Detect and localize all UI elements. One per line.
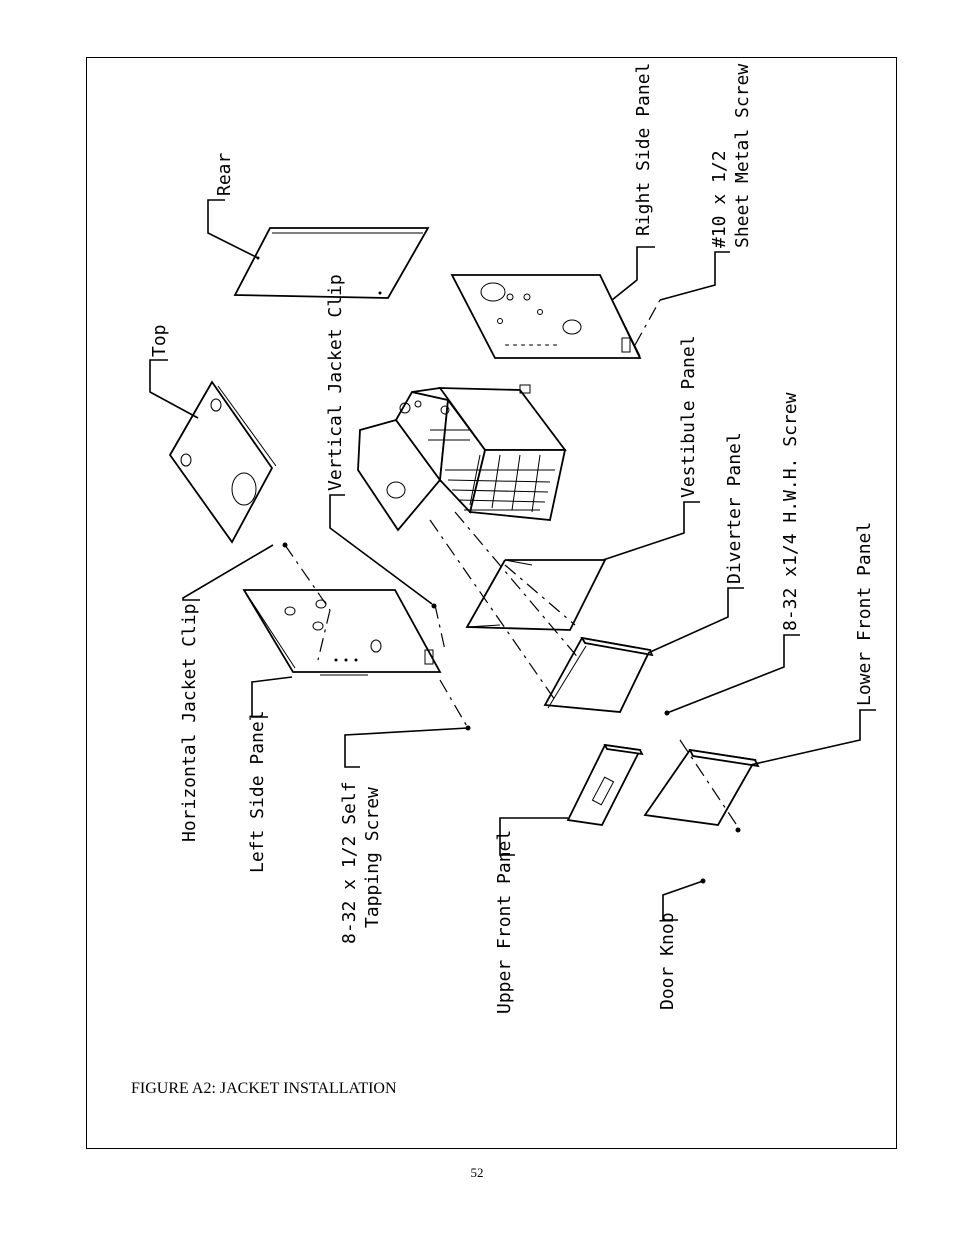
label-vestibule-panel: Vestibule Panel: [678, 335, 699, 498]
figure-frame: [86, 57, 897, 1149]
label-hwh-screw: 8-32 x1/4 H.W.H. Screw: [780, 392, 801, 631]
lower-front-panel: [643, 748, 760, 826]
label-left-side-panel: Left Side Panel: [247, 710, 268, 873]
label-screw-10-line2: Sheet Metal Screw: [732, 64, 753, 248]
label-diverter-panel: Diverter Panel: [724, 432, 745, 584]
label-top: Top: [149, 324, 170, 357]
right-side-panel: [450, 274, 642, 359]
label-door-knob: Door Knob: [657, 912, 678, 1010]
figure-caption: FIGURE A2: JACKET INSTALLATION: [131, 1080, 397, 1097]
label-lower-front-panel: Lower Front Panel: [854, 522, 875, 706]
left-side-panel: [242, 589, 442, 676]
label-upper-front-panel: Upper Front Panel: [494, 830, 515, 1014]
boiler-assembly: [357, 384, 567, 532]
vestibule-panel: [465, 559, 607, 631]
top-panel: [168, 380, 277, 544]
label-self-tapping-line1: 8-32 x 1/2 Self: [339, 781, 360, 944]
upper-front-panel: [566, 743, 644, 826]
label-right-side-panel: Right Side Panel: [633, 63, 654, 236]
label-self-tapping-line2: Tapping Screw: [362, 787, 383, 928]
label-vertical-jacket-clip: Vertical Jacket Clip: [325, 274, 346, 491]
label-horizontal-jacket-clip: Horizontal Jacket Clip: [179, 604, 200, 842]
diverter-panel: [543, 636, 654, 713]
rear-panel: [233, 227, 430, 299]
label-rear: Rear: [214, 152, 235, 196]
label-screw-10-line1: #10 x 1/2: [709, 150, 730, 248]
labels: Rear Top Right Side Panel #10 x 1/2 Shee…: [149, 63, 875, 1014]
leader-lines: [149, 199, 876, 921]
page-number: 52: [470, 1165, 484, 1180]
